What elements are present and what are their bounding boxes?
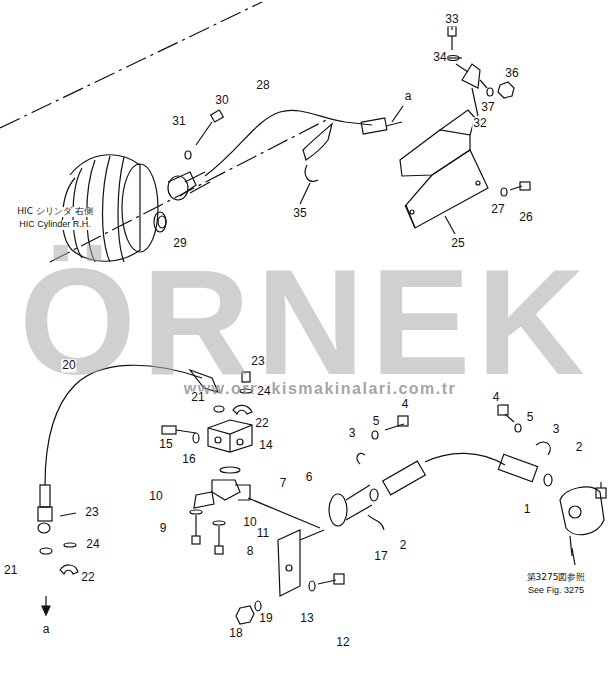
callout-number: 21 [3, 564, 18, 577]
callout-number: 11 [256, 527, 270, 540]
callout-number: 10 [148, 490, 163, 503]
callout-number: 15 [158, 438, 173, 451]
callout-number: 9 [159, 522, 168, 535]
callout-number: 22 [254, 417, 269, 430]
callout-number: 22 [80, 571, 95, 584]
callout-number: 28 [255, 79, 270, 92]
watermark-url: www.ornekismakinalari.com.tr [183, 380, 458, 398]
reference-letter: a [42, 623, 51, 636]
callout-number: 2 [575, 441, 584, 454]
callout-number: 3 [552, 423, 561, 436]
callout-number: 1 [523, 503, 532, 516]
callout-number: 5 [526, 411, 535, 424]
callout-number: 32 [472, 117, 487, 130]
callout-number: 7 [279, 477, 288, 490]
callout-number: 4 [492, 391, 501, 404]
callout-number: 24 [85, 538, 100, 551]
callout-number: 31 [171, 115, 186, 128]
callout-number: 18 [228, 627, 243, 640]
watermark: ÖRNEK [19, 247, 591, 397]
callout-number: 20 [61, 359, 76, 372]
callout-number: 14 [258, 439, 273, 452]
callout-number: 3 [348, 427, 357, 440]
part-name: HIC Cylinder R.H. [18, 220, 92, 230]
callout-number: 26 [518, 211, 533, 224]
callout-number: 23 [84, 506, 99, 519]
figure-reference: 第3275図参照 [526, 573, 587, 583]
callout-number: 35 [292, 207, 307, 220]
callout-number: 6 [305, 471, 314, 484]
callout-number: 34 [432, 51, 447, 64]
callout-number: 4 [401, 398, 410, 411]
callout-number: 37 [480, 101, 495, 114]
callout-number: 21 [190, 391, 205, 404]
callout-number: 17 [373, 550, 388, 563]
callout-number: 23 [250, 355, 265, 368]
figure-reference: See Fig. 3275 [527, 586, 585, 596]
callout-number: 19 [258, 612, 273, 625]
callout-number: 33 [444, 13, 459, 26]
part-name: HIC シリンダ 右側 [16, 207, 93, 217]
callout-number: 36 [504, 67, 519, 80]
callout-number: 24 [256, 385, 271, 398]
callout-number: 2 [399, 539, 408, 552]
callout-number: 12 [335, 636, 350, 649]
callout-number: 30 [214, 94, 229, 107]
callout-number: 8 [246, 545, 255, 558]
callout-number: 13 [299, 612, 314, 625]
callout-number: 27 [490, 203, 505, 216]
reference-letter: a [404, 90, 413, 103]
callout-number: 16 [181, 453, 196, 466]
callout-number: 5 [372, 415, 381, 428]
